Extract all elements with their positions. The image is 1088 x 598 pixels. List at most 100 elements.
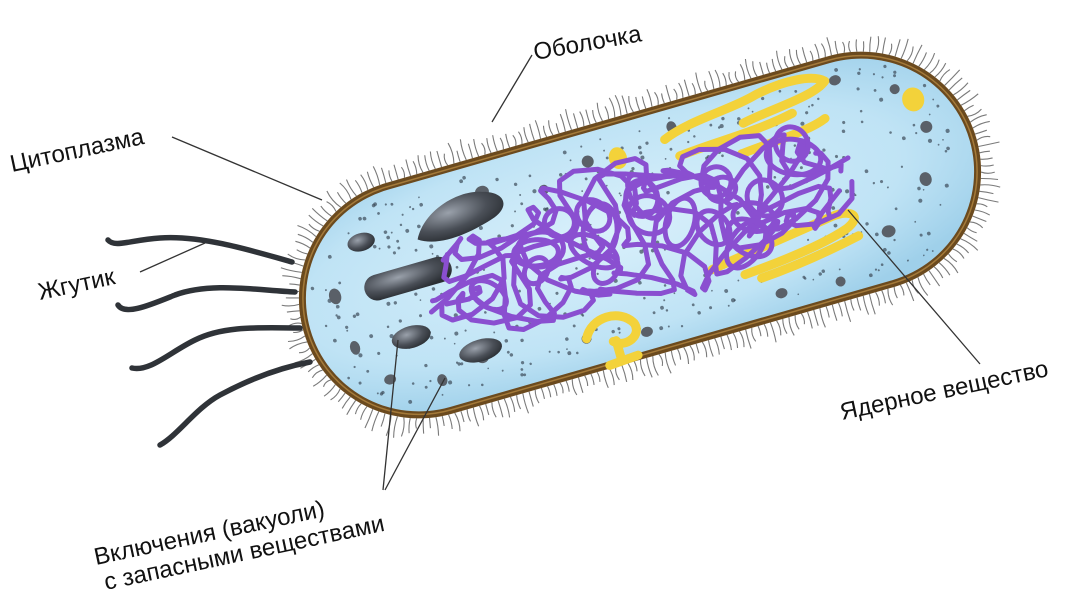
cilium xyxy=(282,301,299,309)
cilium xyxy=(750,328,755,342)
cilium xyxy=(696,344,699,354)
cilium xyxy=(776,51,782,70)
cilium xyxy=(961,235,978,254)
cilium xyxy=(666,85,671,101)
cilium xyxy=(684,80,689,96)
cilium xyxy=(336,393,346,402)
cilium xyxy=(934,265,943,279)
cilium xyxy=(327,189,341,210)
cilium xyxy=(573,113,577,128)
cilium xyxy=(424,155,429,171)
cilium xyxy=(603,370,609,388)
cilium xyxy=(596,103,602,121)
cilium xyxy=(815,44,820,59)
cilium xyxy=(709,71,715,89)
cilium xyxy=(437,151,442,167)
cilium xyxy=(358,407,370,420)
label-flagellum: Жгутик xyxy=(36,263,118,306)
cilium xyxy=(728,72,733,84)
cilium xyxy=(622,365,627,382)
cilium xyxy=(565,109,571,130)
cilium xyxy=(397,417,409,436)
cilium xyxy=(373,166,380,185)
cilium xyxy=(981,168,995,175)
cilium xyxy=(794,315,799,329)
cilium xyxy=(861,41,867,51)
cilium xyxy=(967,226,976,235)
cilium xyxy=(886,44,894,55)
cilium xyxy=(841,42,846,53)
cilium xyxy=(322,380,332,387)
cilium xyxy=(448,143,455,164)
cilium xyxy=(947,78,965,90)
cilium xyxy=(628,363,634,380)
cilium xyxy=(671,351,676,366)
cilium xyxy=(401,167,405,178)
cilium xyxy=(361,174,368,191)
cilium xyxy=(486,404,489,415)
cilium xyxy=(733,333,738,348)
cilium xyxy=(289,281,299,287)
cilium xyxy=(578,377,582,392)
cilium xyxy=(715,338,720,354)
flagellum-2 xyxy=(118,288,295,310)
cilium xyxy=(560,382,564,393)
cilium xyxy=(290,316,300,321)
cilium xyxy=(523,127,528,142)
cilium xyxy=(455,413,462,432)
cilium xyxy=(554,384,558,395)
cilium xyxy=(678,349,682,360)
cilium xyxy=(406,160,411,176)
cilium xyxy=(979,188,993,197)
cilium xyxy=(312,205,327,224)
cilium xyxy=(972,121,990,128)
cilium xyxy=(548,386,552,397)
cilium xyxy=(772,59,776,71)
cilium xyxy=(863,296,869,315)
cilium xyxy=(980,180,1000,192)
cilium xyxy=(634,361,637,371)
cilium xyxy=(647,89,653,107)
cilium xyxy=(679,83,684,98)
cilium xyxy=(783,56,788,68)
flagellum-1 xyxy=(108,238,292,262)
cilium xyxy=(810,51,814,61)
cilium xyxy=(337,191,345,205)
cilium xyxy=(367,412,383,432)
cilium xyxy=(529,392,533,407)
cilium xyxy=(622,95,628,113)
cilium xyxy=(586,110,590,125)
cilium xyxy=(286,294,299,301)
pointer-cytoplasm xyxy=(172,137,322,200)
cilium xyxy=(655,92,660,105)
cilium xyxy=(777,320,782,335)
cilium xyxy=(466,409,470,421)
cilium xyxy=(459,139,466,160)
cilium xyxy=(534,390,539,403)
cilium xyxy=(642,96,646,108)
cilium xyxy=(480,406,485,421)
cilium xyxy=(468,144,472,158)
cilium xyxy=(788,49,794,66)
cilium xyxy=(378,413,388,426)
cilium xyxy=(282,271,300,283)
cilium xyxy=(504,399,510,418)
cilium xyxy=(953,247,964,261)
cilium xyxy=(311,375,328,386)
cilium xyxy=(782,319,787,334)
flagella xyxy=(108,238,310,445)
cilium xyxy=(541,388,544,399)
cilium xyxy=(429,151,435,169)
cilium xyxy=(981,174,998,184)
cilium xyxy=(891,39,904,56)
cilium xyxy=(441,416,445,426)
cilium xyxy=(758,326,761,336)
cilium xyxy=(887,289,893,306)
cilium xyxy=(702,342,708,358)
cilium xyxy=(486,138,491,153)
cilium xyxy=(814,310,819,326)
cilium xyxy=(695,73,701,93)
cilium xyxy=(739,331,745,347)
cilium xyxy=(381,168,386,183)
